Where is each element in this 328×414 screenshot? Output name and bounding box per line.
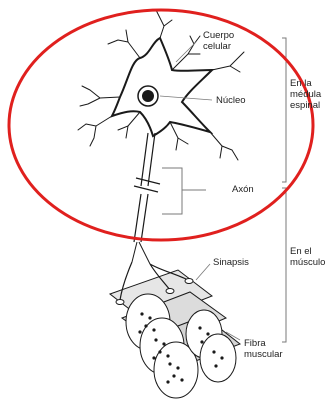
- muscle-bracket: [282, 188, 286, 342]
- muscle-region-label: En el músculo: [290, 246, 325, 268]
- cell-body-label: Cuerpo celular: [203, 30, 234, 52]
- muscle-fiber-label: Fibra muscular: [244, 338, 283, 360]
- muscle-fiber-bundle: [110, 270, 240, 398]
- nucleus-label: Núcleo: [216, 95, 246, 106]
- axon-label: Axón: [232, 184, 254, 195]
- axon: [132, 133, 160, 264]
- spinal-cord-region-label: En la médula espinal: [290, 78, 321, 111]
- synapse-label: Sinapsis: [213, 257, 249, 268]
- nucleus: [138, 86, 158, 106]
- axon-bracket: [162, 168, 206, 214]
